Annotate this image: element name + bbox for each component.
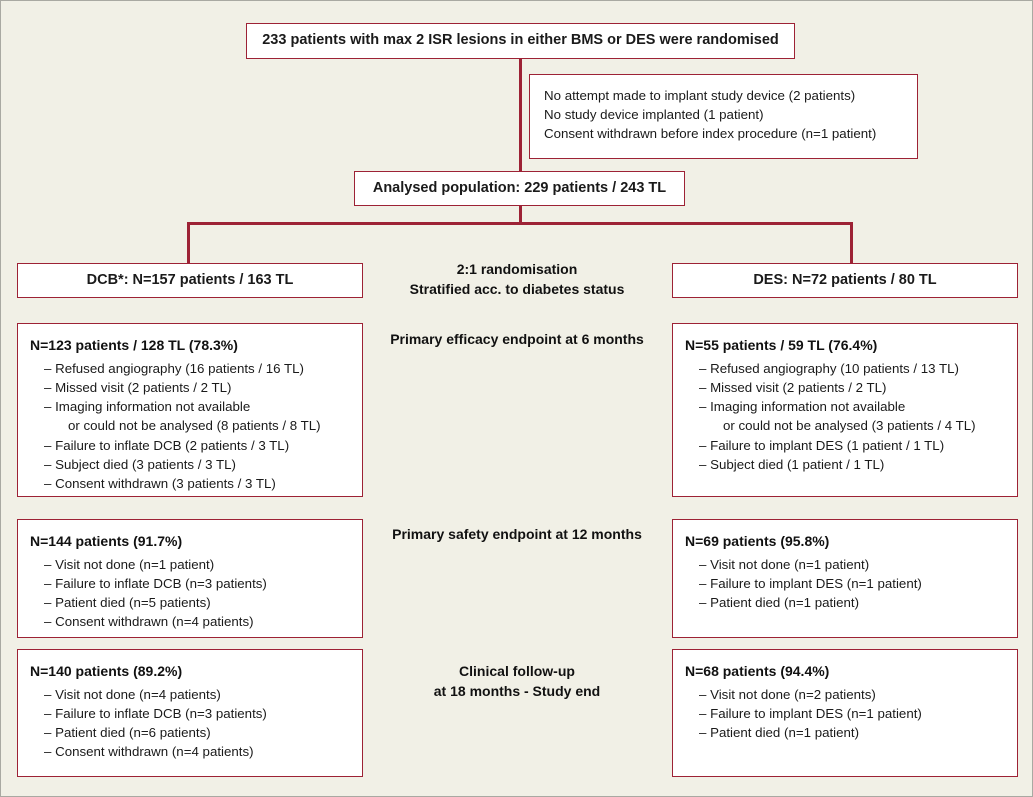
dcb-12-month-box: N=144 patients (91.7%) – Visit not done … bbox=[17, 519, 363, 638]
connector-split-vertical bbox=[519, 205, 522, 225]
dcb-12-month-header: N=144 patients (91.7%) bbox=[30, 533, 183, 549]
analysed-population-box: Analysed population: 229 patients / 243 … bbox=[354, 171, 685, 206]
des-18-month-header: N=68 patients (94.4%) bbox=[685, 663, 830, 679]
des-12-month-header: N=69 patients (95.8%) bbox=[685, 533, 830, 549]
list-item: – Patient died (n=1 patient) bbox=[699, 595, 860, 611]
list-item: – Failure to implant DES (n=1 patient) bbox=[699, 705, 922, 721]
des-12-month-list: – Visit not done (n=1 patient) – Failure… bbox=[685, 555, 1007, 613]
connector-left-branch bbox=[187, 222, 190, 264]
dcb-18-month-list: – Visit not done (n=4 patients) – Failur… bbox=[30, 685, 352, 762]
randomisation-label: 2:1 randomisation Stratified acc. to dia… bbox=[367, 259, 667, 300]
des-12-month-box: N=69 patients (95.8%) – Visit not done (… bbox=[672, 519, 1018, 638]
des-18-month-box: N=68 patients (94.4%) – Visit not done (… bbox=[672, 649, 1018, 777]
list-item: – Subject died (3 patients / 3 TL) bbox=[44, 456, 236, 472]
randomised-population-box: 233 patients with max 2 ISR lesions in e… bbox=[246, 23, 795, 59]
exclusion-line-1: No attempt made to implant study device … bbox=[544, 88, 856, 103]
exclusion-line-3: Consent withdrawn before index procedure… bbox=[544, 125, 877, 141]
dcb-arm-box: DCB*: N=157 patients / 163 TL bbox=[17, 263, 363, 298]
connector-top-vertical bbox=[519, 58, 522, 172]
exclusions-box: No attempt made to implant study device … bbox=[529, 74, 918, 159]
exclusion-line-2: No study device implanted (1 patient) bbox=[544, 106, 764, 122]
list-item: – Consent withdrawn (3 patients / 3 TL) bbox=[44, 476, 276, 492]
list-item: – Visit not done (n=1 patient) bbox=[44, 556, 215, 572]
safety-endpoint-label-line1: Primary safety endpoint at 12 months bbox=[392, 526, 642, 542]
dcb-6-month-list: – Refused angiography (16 patients / 16 … bbox=[30, 359, 352, 494]
analysed-population-text: Analysed population: 229 patients / 243 … bbox=[372, 179, 667, 196]
list-item: – Failure to inflate DCB (n=3 patients) bbox=[44, 705, 267, 721]
list-item: – Failure to inflate DCB (2 patients / 3… bbox=[44, 437, 290, 453]
dcb-6-month-header: N=123 patients / 128 TL (78.3%) bbox=[30, 337, 238, 353]
list-item: – Patient died (n=6 patients) bbox=[44, 725, 211, 741]
dcb-18-month-header: N=140 patients (89.2%) bbox=[30, 663, 183, 679]
list-item: – Failure to inflate DCB (n=3 patients) bbox=[44, 575, 267, 591]
des-18-month-list: – Visit not done (n=2 patients) – Failur… bbox=[685, 685, 1007, 743]
connector-split-horizontal bbox=[187, 222, 853, 225]
efficacy-endpoint-label-line1: Primary efficacy endpoint at 6 months bbox=[390, 331, 644, 347]
safety-endpoint-label: Primary safety endpoint at 12 months bbox=[367, 524, 667, 544]
des-6-month-header: N=55 patients / 59 TL (76.4%) bbox=[685, 337, 878, 353]
randomisation-label-line2: Stratified acc. to diabetes status bbox=[409, 281, 625, 298]
dcb-12-month-list: – Visit not done (n=1 patient) – Failure… bbox=[30, 555, 352, 632]
list-item: – Missed visit (2 patients / 2 TL) bbox=[44, 379, 232, 395]
randomisation-label-line1: 2:1 randomisation bbox=[456, 261, 578, 277]
des-arm-box: DES: N=72 patients / 80 TL bbox=[672, 263, 1018, 298]
clinical-followup-label-line2: at 18 months - Study end bbox=[433, 683, 601, 700]
des-6-month-box: N=55 patients / 59 TL (76.4%) – Refused … bbox=[672, 323, 1018, 497]
des-6-month-list: – Refused angiography (10 patients / 13 … bbox=[685, 359, 1007, 475]
dcb-18-month-box: N=140 patients (89.2%) – Visit not done … bbox=[17, 649, 363, 777]
list-item: – Patient died (n=1 patient) bbox=[699, 725, 860, 741]
randomised-population-text: 233 patients with max 2 ISR lesions in e… bbox=[262, 32, 779, 49]
des-arm-text: DES: N=72 patients / 80 TL bbox=[753, 271, 937, 288]
list-item: – Failure to implant DES (1 patient / 1 … bbox=[699, 437, 945, 453]
list-item: – Failure to implant DES (n=1 patient) bbox=[699, 575, 922, 591]
list-item: – Subject died (1 patient / 1 TL) bbox=[699, 456, 885, 472]
list-item: – Consent withdrawn (n=4 patients) bbox=[44, 744, 254, 760]
connector-right-branch bbox=[850, 222, 853, 264]
list-item: – Missed visit (2 patients / 2 TL) bbox=[699, 379, 887, 395]
list-item: – Visit not done (n=2 patients) bbox=[699, 686, 876, 702]
list-item: – Consent withdrawn (n=4 patients) bbox=[44, 614, 254, 630]
clinical-followup-label: Clinical follow-up at 18 months - Study … bbox=[367, 661, 667, 702]
list-item: – Patient died (n=5 patients) bbox=[44, 595, 211, 611]
dcb-6-month-box: N=123 patients / 128 TL (78.3%) – Refuse… bbox=[17, 323, 363, 497]
list-item: – Refused angiography (16 patients / 16 … bbox=[44, 360, 304, 376]
list-item: – Refused angiography (10 patients / 13 … bbox=[699, 360, 959, 376]
efficacy-endpoint-label: Primary efficacy endpoint at 6 months bbox=[367, 329, 667, 349]
list-item: – Visit not done (n=4 patients) bbox=[44, 686, 221, 702]
list-item: – Visit not done (n=1 patient) bbox=[699, 556, 870, 572]
dcb-arm-text: DCB*: N=157 patients / 163 TL bbox=[86, 271, 294, 288]
clinical-followup-label-line1: Clinical follow-up bbox=[459, 663, 575, 679]
